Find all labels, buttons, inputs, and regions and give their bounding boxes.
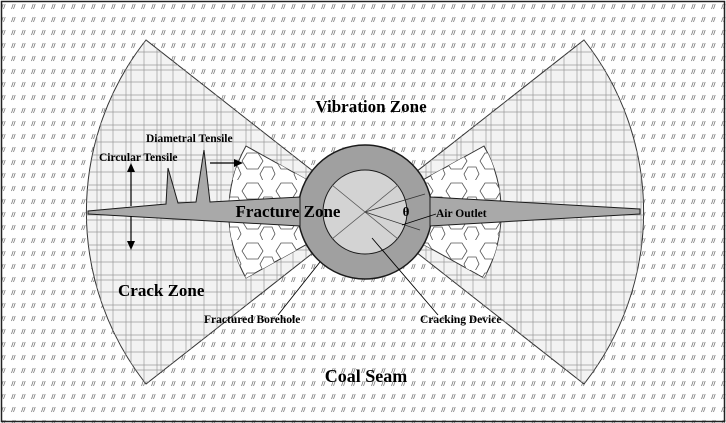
air-outlet-ray-upper [364,193,426,213]
fractured-borehole-label: Fractured Borehole [204,314,300,326]
fracture-zone-label: Fracture Zone [236,202,341,221]
diametral-tensile-label: Diametral Tensile [146,133,233,145]
circular-tensile-label: Circular Tensile [99,152,178,164]
main-crack [87,149,301,227]
air-outlet-ray-lower [364,211,421,231]
crack-zone-label: Crack Zone [118,281,205,300]
theta-label: θ [403,204,410,219]
cracking-device-label: Cracking Device [420,314,501,326]
diametral-tensile-arrowhead [234,159,243,167]
circular-tensile-arrowhead-up [127,163,135,172]
circular-tensile-arrowhead-down [127,241,135,250]
air-outlet-leader [401,213,437,226]
air-outlet-label: Air Outlet [436,208,487,220]
coal-seam-label: Coal Seam [325,366,408,386]
vibration-zone-label: Vibration Zone [315,97,427,116]
cracking-device-leader [371,237,439,316]
fractured-borehole-leader [277,261,321,316]
